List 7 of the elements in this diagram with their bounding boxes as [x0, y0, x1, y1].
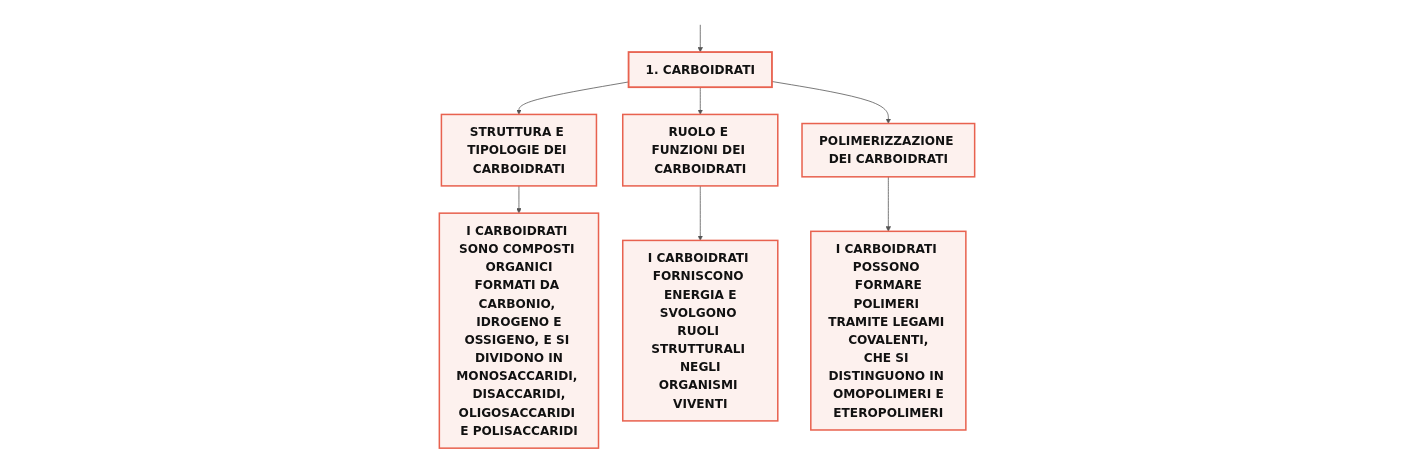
- node-box: RUOLO E FUNZIONI DEI CARBOIDRATI: [622, 113, 779, 187]
- node-box: STRUTTURA E TIPOLOGIE DEI CARBOIDRATI: [440, 113, 598, 187]
- node-box: I CARBOIDRATI POSSONO FORMARE POLIMERI TRAMITE LEGAMI COVALENTI, CHE SI DISTINGUONO IN OMOPOLIMERI E ETEROPOLIMERI: [810, 230, 967, 431]
- node-box: I CARBOIDRATI SONO COMPOSTI ORGANICI FORMATI DA CARBONIO, IDROGENO E OSSIGENO, E SI DIVIDONO IN MONOSACCARIDI, DISACCARIDI, OLIGOSACCARIDI E POLISACCARIDI: [438, 211, 600, 449]
- node-box: 1. CARBOIDRATI: [627, 50, 773, 88]
- node-box: POLIMERIZZAZIONE DEI CARBOIDRATI: [801, 122, 976, 178]
- node-box: I CARBOIDRATI FORNISCONO ENERGIA E SVOLGONO RUOLI STRUTTURALI NEGLI ORGANISMI VIVENTI: [622, 239, 779, 422]
